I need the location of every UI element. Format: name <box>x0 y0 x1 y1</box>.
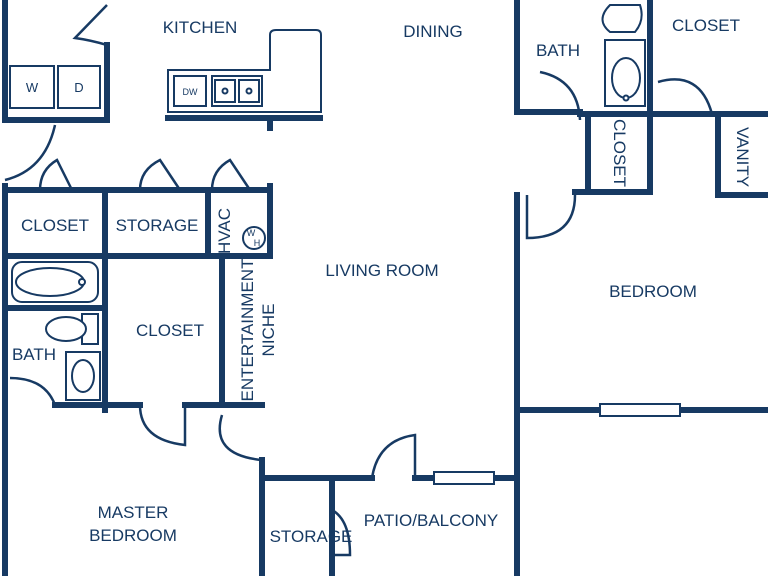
washer-box <box>9 65 55 109</box>
dishwasher-box <box>173 75 207 107</box>
bath-top-label: BATH <box>536 41 580 60</box>
dryer-label: D <box>74 80 83 95</box>
vanity-label: VANITY <box>733 127 752 187</box>
water-heater-icon <box>242 226 266 250</box>
kitchen-label: KITCHEN <box>163 18 238 37</box>
master-label: MASTER <box>98 503 169 522</box>
washer-label: W <box>26 80 39 95</box>
dining-label: DINING <box>403 22 463 41</box>
windows <box>433 403 681 485</box>
patio-label: PATIO/BALCONY <box>364 511 498 530</box>
living-room-label: LIVING ROOM <box>325 261 438 280</box>
svg-text:W: W <box>247 228 256 238</box>
sink-top <box>611 57 641 99</box>
closet-left-label: CLOSET <box>21 216 89 235</box>
storage-bottom-label: STORAGE <box>270 527 353 546</box>
dryer-box <box>57 65 101 109</box>
master-bedroom-label: BEDROOM <box>89 526 177 545</box>
room-labels: KITCHEN DINING BATH CLOSET CLOSET VANITY… <box>12 16 752 546</box>
bath-left-label: BATH <box>12 345 56 364</box>
closet-vertical-label: CLOSET <box>610 119 629 187</box>
toilet-top <box>601 4 643 33</box>
closet-top-label: CLOSET <box>672 16 740 35</box>
entertainment-label: ENTERTAINMENT <box>238 259 257 402</box>
niche-label: NICHE <box>259 304 278 357</box>
svg-text:H: H <box>254 238 261 248</box>
fixtures: W D DW W H <box>9 4 646 401</box>
dishwasher-label: DW <box>183 87 198 97</box>
closet-master-label: CLOSET <box>136 321 204 340</box>
storage-left-label: STORAGE <box>116 216 199 235</box>
toilet-left <box>45 316 87 342</box>
bedroom-label: BEDROOM <box>609 282 697 301</box>
hvac-label: HVAC <box>215 208 234 254</box>
doors <box>4 4 714 557</box>
